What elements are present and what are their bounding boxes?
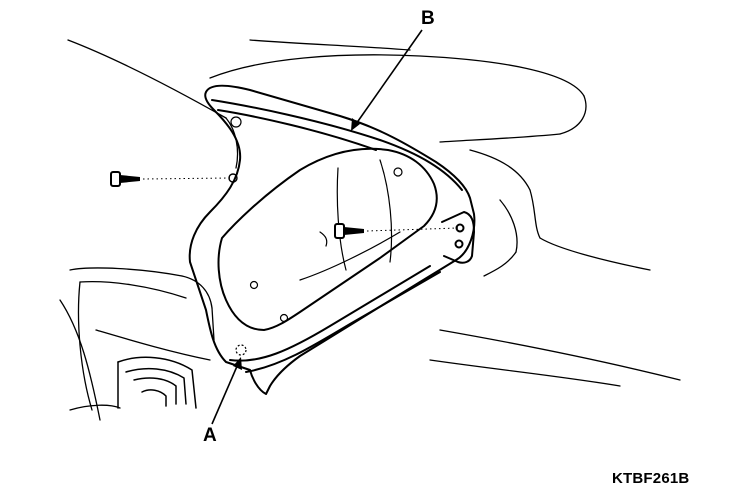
trim-panel xyxy=(188,84,476,395)
screw-center-icon xyxy=(334,223,459,239)
callout-label-a: A xyxy=(203,425,217,446)
screw-left-icon xyxy=(110,171,231,187)
cavity-details xyxy=(230,116,403,323)
figure-code: KTBF261B xyxy=(612,470,690,487)
shift-knob xyxy=(117,356,197,409)
leader-a xyxy=(211,357,242,425)
dashboard-outline xyxy=(67,39,681,387)
console-outline xyxy=(59,267,215,421)
leader-b xyxy=(351,29,423,131)
callout-label-b: B xyxy=(421,8,435,29)
mounting-tab xyxy=(441,211,475,264)
clip-a-marker xyxy=(235,344,247,356)
